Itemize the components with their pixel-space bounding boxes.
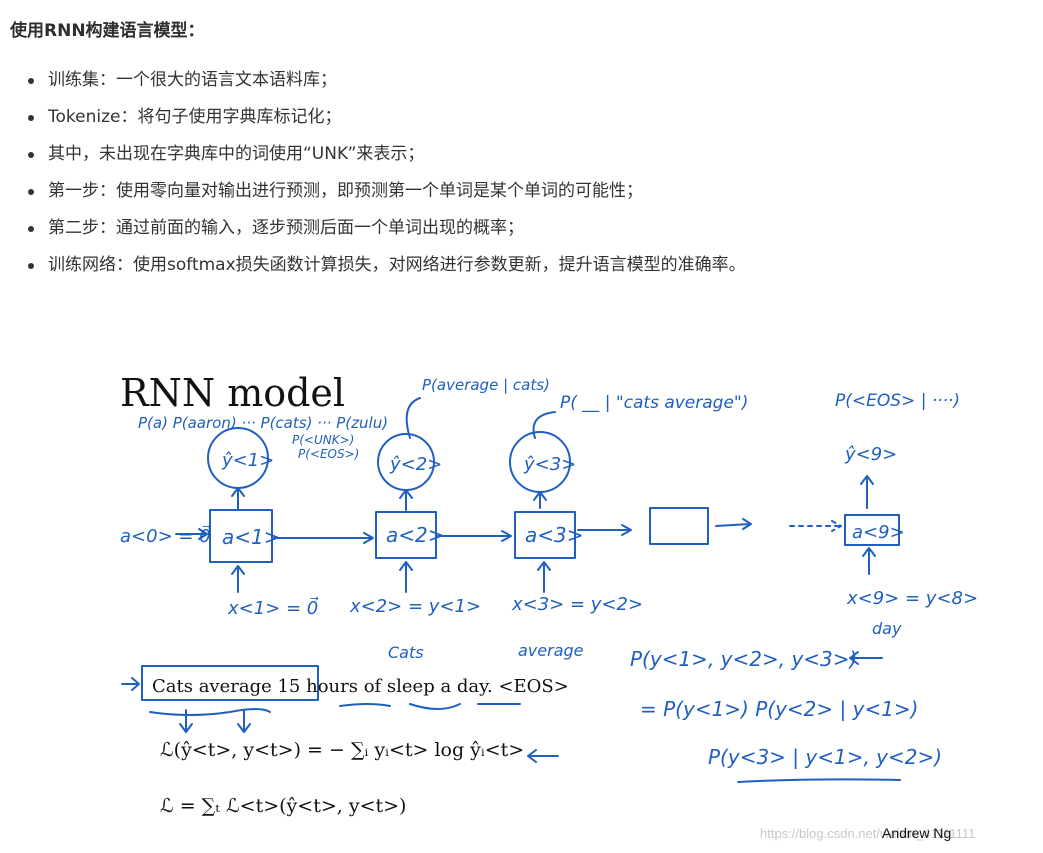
token-arrows	[179, 709, 251, 733]
loss-per-step: ℒ(ŷ<t>, y<t>) = − ∑ᵢ yᵢ<t> log ŷᵢ<t>	[160, 739, 524, 761]
loss-total: ℒ = ∑ₜ ℒ<t>(ŷ<t>, y<t>)	[160, 795, 406, 817]
arrow-x9	[862, 547, 876, 575]
factored-prob-2: P(y<3> | y<1>, y<2>)	[708, 745, 942, 769]
list-item-text: 其中，未出现在字典库中的词使用“UNK”来表示；	[48, 144, 425, 164]
bullet-dot	[28, 78, 34, 84]
word-average: average	[518, 641, 584, 660]
probs-t2: P(average | cats)	[422, 376, 550, 394]
x3-label: x<3> = y<2>	[511, 594, 643, 615]
arrow-a4	[715, 518, 752, 530]
arrow-a3	[577, 524, 632, 536]
arrow-a1	[273, 532, 374, 544]
list-item: 训练网络：使用softmax损失函数计算损失，对网络进行参数更新，提升语言模型的…	[0, 247, 746, 284]
word-day: day	[872, 619, 902, 638]
arrow-x1	[231, 565, 245, 593]
probs-t3: P( __ | "cats average")	[560, 393, 748, 413]
arrow-up-y9	[860, 475, 874, 509]
bullet-list: 训练集：一个很大的语言文本语料库； Tokenize：将句子使用字典库标记化； …	[0, 62, 746, 284]
probs-t9: P(<EOS> | ····)	[835, 391, 960, 411]
rnn-diagram: RNN model P(a) P(aaron) ··· P(cats) ··· …	[120, 371, 978, 841]
y-hat-2: ŷ<2>	[389, 454, 442, 475]
bullet-dot	[28, 152, 34, 158]
sentence: Cats average 15 hours of sleep a day. <E…	[152, 676, 569, 697]
x1-label: x<1> = 0⃗	[227, 597, 319, 619]
hidden-box-1	[209, 509, 273, 563]
watermark: https://blog.csdn.net/weixin_41111111	[760, 826, 975, 841]
hidden-box-4	[649, 507, 709, 545]
arrow-x2	[399, 561, 413, 593]
arrow-dots	[789, 520, 842, 532]
sentence-underline	[149, 703, 521, 716]
hidden-box-2	[375, 511, 437, 559]
section-heading: 使用RNN构建语言模型：	[10, 21, 205, 41]
list-item-text: 第一步：使用零向量对输出进行预测，即预测第一个单词是某个单词的可能性；	[48, 181, 643, 201]
probs-t1: P(a) P(aaron) ··· P(cats) ··· P(zulu)	[138, 414, 388, 432]
y-hat-1: ŷ<1>	[221, 450, 274, 471]
list-item: Tokenize：将句子使用字典库标记化；	[0, 99, 746, 136]
factored-prob: = P(y<1>) P(y<2> | y<1>)	[640, 697, 919, 721]
prob-unk: P(<UNK>)	[292, 433, 354, 447]
x2-label: x<2> = y<1>	[349, 596, 481, 617]
list-item-text: 训练集：一个很大的语言文本语料库；	[48, 70, 337, 90]
list-item-text: Tokenize：将句子使用字典库标记化；	[48, 107, 342, 127]
list-item: 第二步：通过前面的输入，逐步预测后面一个单词出现的概率；	[0, 210, 746, 247]
joint-prob: P(y<1>, y<2>, y<3>)	[630, 647, 857, 671]
rnn-figure: RNN model P(a) P(aaron) ··· P(cats) ··· …	[110, 360, 990, 850]
list-item-text: 训练网络：使用softmax损失函数计算损失，对网络进行参数更新，提升语言模型的…	[48, 255, 746, 275]
underline-factored	[737, 778, 901, 783]
arrow-a2	[437, 530, 512, 542]
a0-label: a<0> = 0⃗	[120, 525, 211, 547]
a2-label: a<2>	[386, 523, 445, 547]
x9-label: x<9> = y<8>	[846, 588, 978, 609]
y-hat-3: ŷ<3>	[523, 454, 576, 475]
arrow-up-y3	[533, 491, 547, 509]
y-hat-9: ŷ<9>	[844, 444, 897, 465]
list-item-text: 第二步：通过前面的输入，逐步预测后面一个单词出现的概率；	[48, 218, 524, 238]
arrow-x3	[537, 561, 551, 593]
figure-title: RNN model	[120, 371, 345, 415]
arrow-up-y1	[231, 487, 245, 511]
bullet-dot	[28, 115, 34, 121]
sentence-box	[141, 665, 319, 701]
arrow-sentence	[121, 677, 140, 691]
brace-t2	[405, 397, 421, 439]
list-item: 其中，未出现在字典库中的词使用“UNK”来表示；	[0, 136, 746, 173]
list-item: 第一步：使用零向量对输出进行预测，即预测第一个单词是某个单词的可能性；	[0, 173, 746, 210]
a3-label: a<3>	[525, 523, 584, 547]
hidden-box-9	[844, 514, 900, 546]
bullet-dot	[28, 226, 34, 232]
a9-label: a<9>	[852, 522, 905, 543]
hidden-box-3	[514, 511, 576, 559]
brace-t3	[532, 411, 556, 439]
arrow-joint	[849, 651, 883, 665]
list-item: 训练集：一个很大的语言文本语料库；	[0, 62, 746, 99]
bullet-dot	[28, 263, 34, 269]
a1-label: a<1>	[222, 525, 281, 549]
arrow-loss	[527, 749, 559, 763]
prob-eos: P(<EOS>)	[298, 447, 359, 461]
word-cats: Cats	[388, 643, 424, 662]
author-credit: Andrew Ng	[882, 825, 951, 841]
arrow-up-y2	[399, 489, 413, 511]
arrow-a0	[175, 528, 208, 540]
bullet-dot	[28, 189, 34, 195]
